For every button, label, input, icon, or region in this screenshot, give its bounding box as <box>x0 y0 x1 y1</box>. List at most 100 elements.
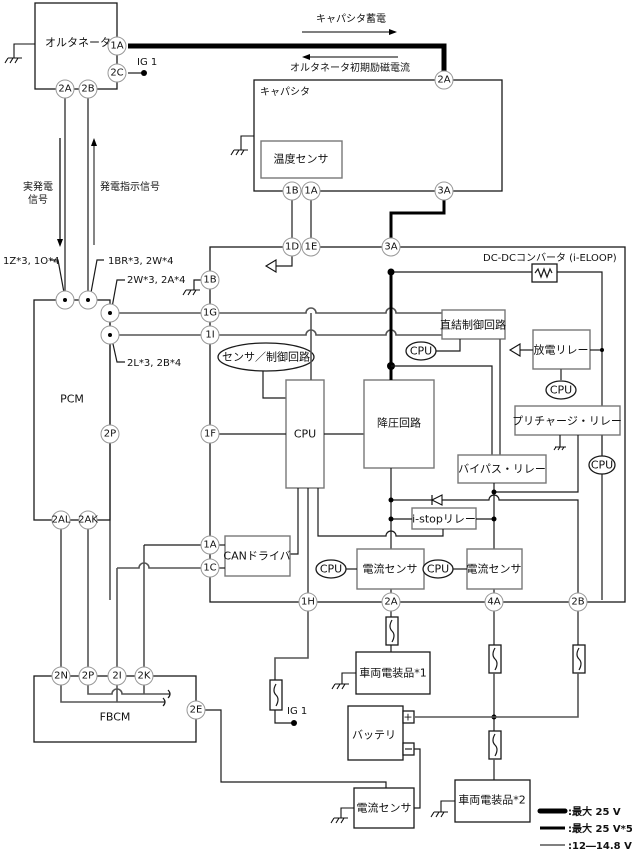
connector-label-dc_1C: 1C <box>203 563 216 574</box>
connector-label-dc_1A: 1A <box>203 540 216 551</box>
connector-label-dc_2A: 2A <box>384 597 397 608</box>
cpu-label: CPU <box>294 428 316 441</box>
connector-fb_2I <box>107 666 127 686</box>
bypass-relay-box <box>457 454 547 484</box>
connector-dc_1H <box>298 592 318 612</box>
istop-relay-label: i-stopリレー <box>412 513 476 526</box>
svg-text:+: + <box>403 711 412 724</box>
ground-icon <box>4 43 35 64</box>
cpu-ellipse <box>405 341 437 361</box>
fbcm-label: FBCM <box>100 711 131 724</box>
connector-label-fb_2I: 2I <box>112 671 121 682</box>
sensor-control-ellipse <box>217 342 315 372</box>
connector-fb_2E <box>186 700 206 720</box>
connector-dc_1A <box>200 535 220 555</box>
diode-icon <box>430 494 443 506</box>
fbcm-box <box>33 675 197 743</box>
connector-label-fb_2N: 2N <box>54 671 68 682</box>
battery-plus-terminal <box>402 710 415 724</box>
current-sensor-box <box>466 548 523 590</box>
pcm-label: PCM <box>60 393 84 406</box>
vehicle-electrical-2-box <box>454 779 531 823</box>
connector-label-fb_2K: 2K <box>138 671 151 682</box>
direct-control-box <box>441 309 506 340</box>
connector-pcm_2AL <box>51 510 71 530</box>
svg-text:CPU: CPU <box>591 459 613 472</box>
step-down-label: 降圧回路 <box>377 416 421 430</box>
connector-cap_3A <box>434 181 454 201</box>
connector-dc_4A <box>484 592 504 612</box>
precharge-relay-box <box>514 405 621 436</box>
legend-thin: :12―14.8 V <box>568 841 632 852</box>
alternator-label: オルタネータ <box>45 36 111 49</box>
vehicle-electrical-2-label: 車両電装品*2 <box>458 793 526 807</box>
battery-label: バッテリ <box>352 729 396 742</box>
vehicle-electrical-1-label: 車両電装品*1 <box>359 666 427 680</box>
connector-cap_2A <box>434 70 454 90</box>
direct-control-label: 直結制御回路 <box>440 318 506 332</box>
temp-sensor-label: 温度センサ <box>274 152 329 166</box>
connector-label-dc_2B: 2B <box>571 597 584 608</box>
thick-wire-alt-cap <box>128 43 447 76</box>
connector-fb_2P <box>78 666 98 686</box>
connector-dc_2B <box>568 592 588 612</box>
connector-alt_1A <box>107 36 127 56</box>
ground-icon <box>553 446 566 451</box>
current-sensor-box <box>356 548 425 590</box>
actual-gen-label-1: 実発電 <box>23 180 53 193</box>
connector-alt_2C <box>107 63 127 83</box>
connector-label-dc_1F: 1F <box>204 429 216 440</box>
pcm-box <box>33 299 111 521</box>
capacitor-label: キャパシタ <box>260 86 310 98</box>
bypass-relay-label: バイパス・リレー <box>458 463 546 476</box>
resistor-icon <box>531 263 558 283</box>
connector-label-dc_1E: 1E <box>305 242 318 253</box>
connector-label-alt_2A: 2A <box>58 84 71 95</box>
cpu-ellipse <box>545 380 577 400</box>
connector-label-cap_1A: 1A <box>304 186 317 197</box>
battery-box <box>347 705 404 761</box>
alt-excitation-label: オルタネータ初期励磁電流 <box>290 61 410 74</box>
connector-pcm_2P <box>100 424 120 444</box>
pin-note-4: 2L*3, 2B*4 <box>127 358 181 369</box>
ground-icon <box>230 135 254 156</box>
connector-fb_2K <box>134 666 154 686</box>
connector-label-dc_3A: 3A <box>384 242 397 253</box>
connector-label-pcm_2AK: 2AK <box>78 515 98 526</box>
ig1-label-top: IG 1 <box>137 57 157 68</box>
svg-text:CPU: CPU <box>320 563 342 576</box>
gen-command-label: 発電指示信号 <box>100 180 160 193</box>
connector-label-dc_1D: 1D <box>285 242 299 253</box>
vehicle-electrical-1-box <box>355 651 431 695</box>
connector-label-cap_3A: 3A <box>437 186 450 197</box>
ground-arrow-icon <box>264 259 277 273</box>
ground-arrow-icon <box>508 343 521 357</box>
svg-text:CPU: CPU <box>410 345 432 358</box>
connector-label-fb_2P: 2P <box>82 671 94 682</box>
connector-dc_2A <box>381 592 401 612</box>
connector-fb_2N <box>51 666 71 686</box>
ig1-label-bottom: IG 1 <box>287 706 307 717</box>
connector-dc_1I <box>200 325 220 345</box>
precharge-relay-label: プリチャージ・リレー <box>512 415 622 428</box>
step-down-box <box>363 379 435 469</box>
cpu-ellipse <box>588 455 616 475</box>
current-sensor-label: 電流センサ <box>467 562 522 576</box>
pin-note-3: 2W*3, 2A*4 <box>127 275 186 286</box>
temp-sensor-box <box>260 140 343 179</box>
discharge-relay-label: 放電リレー <box>534 343 589 357</box>
pin-note-2: 1BR*3, 2W*4 <box>108 256 174 267</box>
connector-pcm_2AK <box>78 510 98 530</box>
connector-dc_3A <box>381 237 401 257</box>
cap-charge-label: キャパシタ蓄電 <box>316 13 386 25</box>
connector-alt_2B <box>78 79 98 99</box>
can-driver-label: CANドライバ <box>223 550 290 563</box>
current-sensor-bottom-label: 電流センサ <box>357 801 412 815</box>
legend-medium: :最大 25 V*5 <box>568 822 632 835</box>
ground-icon <box>182 289 200 296</box>
connector-cap_1B <box>282 181 302 201</box>
connector-label-alt_2B: 2B <box>81 84 94 95</box>
svg-text:CPU: CPU <box>550 384 572 397</box>
current-sensor-label: 電流センサ <box>363 562 418 576</box>
